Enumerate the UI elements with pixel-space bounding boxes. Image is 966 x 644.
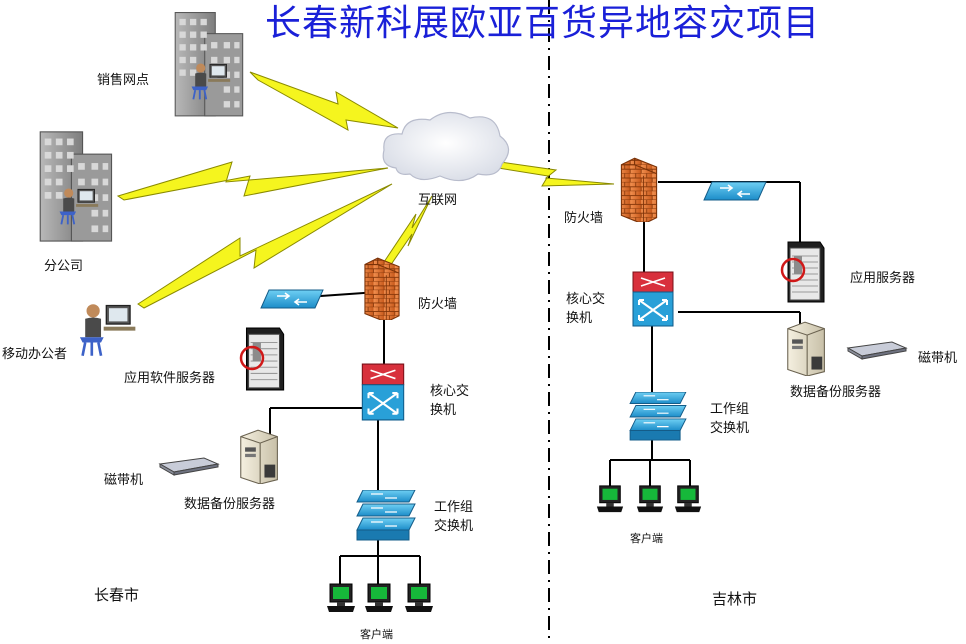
lightning-icon: [497, 161, 615, 187]
diagram-title: 长春新科展欧亚百货异地容灾项目: [265, 3, 821, 44]
label-backup-server-cc: 数据备份服务器: [184, 497, 276, 512]
tape-drive-icon: [159, 457, 219, 476]
tower-server-icon: [240, 429, 278, 484]
jilin-wires: [609, 181, 801, 488]
cloud-icon: [382, 111, 510, 182]
label-workgroup-switch-jl: 工作组 交换机: [710, 400, 749, 438]
label-core-switch-line2: 换机: [430, 403, 457, 418]
label-workgroup-switch-line1: 工作组: [434, 500, 474, 515]
label-backup-server-jl: 数据备份服务器: [790, 385, 882, 400]
label-app-software-server: 应用软件服务器: [124, 371, 216, 386]
switch-icon: [703, 181, 767, 201]
rack-server-icon: [245, 327, 285, 391]
lightning-icon: [116, 161, 389, 201]
label-firewall-cc: 防火墙: [418, 297, 458, 312]
label-internet: 互联网: [418, 193, 458, 208]
label-client-cc: 客户端: [360, 628, 393, 641]
label-workgroup-switch-line1: 工作组: [710, 402, 750, 417]
workstation-icon: [404, 583, 434, 613]
lightning-icon: [249, 71, 399, 131]
label-workgroup-switch-cc: 工作组 交换机: [434, 498, 473, 536]
label-app-server-jl: 应用服务器: [850, 271, 916, 286]
building-icon: [174, 12, 244, 117]
label-core-switch-jl: 核心交 换机: [566, 290, 605, 328]
label-core-switch-line2: 换机: [566, 311, 593, 326]
person-at-desk-icon: [78, 302, 137, 358]
label-tape-drive-cc: 磁带机: [104, 473, 144, 488]
label-workgroup-switch-line2: 交换机: [710, 421, 750, 436]
label-core-switch-line1: 核心交: [566, 292, 606, 307]
label-core-switch-line1: 核心交: [430, 384, 470, 399]
switch-icon: [260, 289, 324, 309]
switch-icon: [356, 490, 416, 541]
label-client-jl: 客户端: [630, 532, 663, 545]
core-switch-icon: [631, 270, 675, 328]
label-city-changchun: 长春市: [94, 586, 140, 604]
label-workgroup-switch-line2: 交换机: [434, 519, 474, 534]
lightning-icon: [137, 183, 393, 309]
lightning-icon: [383, 195, 433, 267]
workstation-icon: [326, 583, 356, 613]
highlight-circle: [780, 257, 806, 283]
workstation-icon: [674, 485, 702, 513]
firewall-icon: [620, 157, 658, 222]
label-firewall-jl: 防火墙: [564, 211, 604, 226]
workstation-icon: [364, 583, 394, 613]
switch-icon: [629, 392, 687, 441]
label-branch: 分公司: [44, 259, 84, 274]
highlight-circle: [239, 345, 265, 371]
firewall-icon: [364, 257, 400, 320]
workstation-icon: [636, 485, 664, 513]
tower-server-icon: [787, 321, 825, 376]
rack-server-icon: [787, 241, 825, 303]
label-tape-drive-jl: 磁带机: [918, 351, 958, 366]
label-mobile-office: 移动办公者: [2, 347, 68, 362]
label-city-jilin: 吉林市: [712, 590, 758, 608]
workstation-icon: [596, 485, 624, 513]
lightning-links: [116, 71, 615, 309]
label-sales-point: 销售网点: [97, 73, 150, 88]
label-core-switch-cc: 核心交 换机: [430, 382, 469, 420]
tape-drive-icon: [847, 341, 907, 360]
building-icon: [39, 131, 113, 242]
core-switch-icon: [361, 363, 405, 421]
